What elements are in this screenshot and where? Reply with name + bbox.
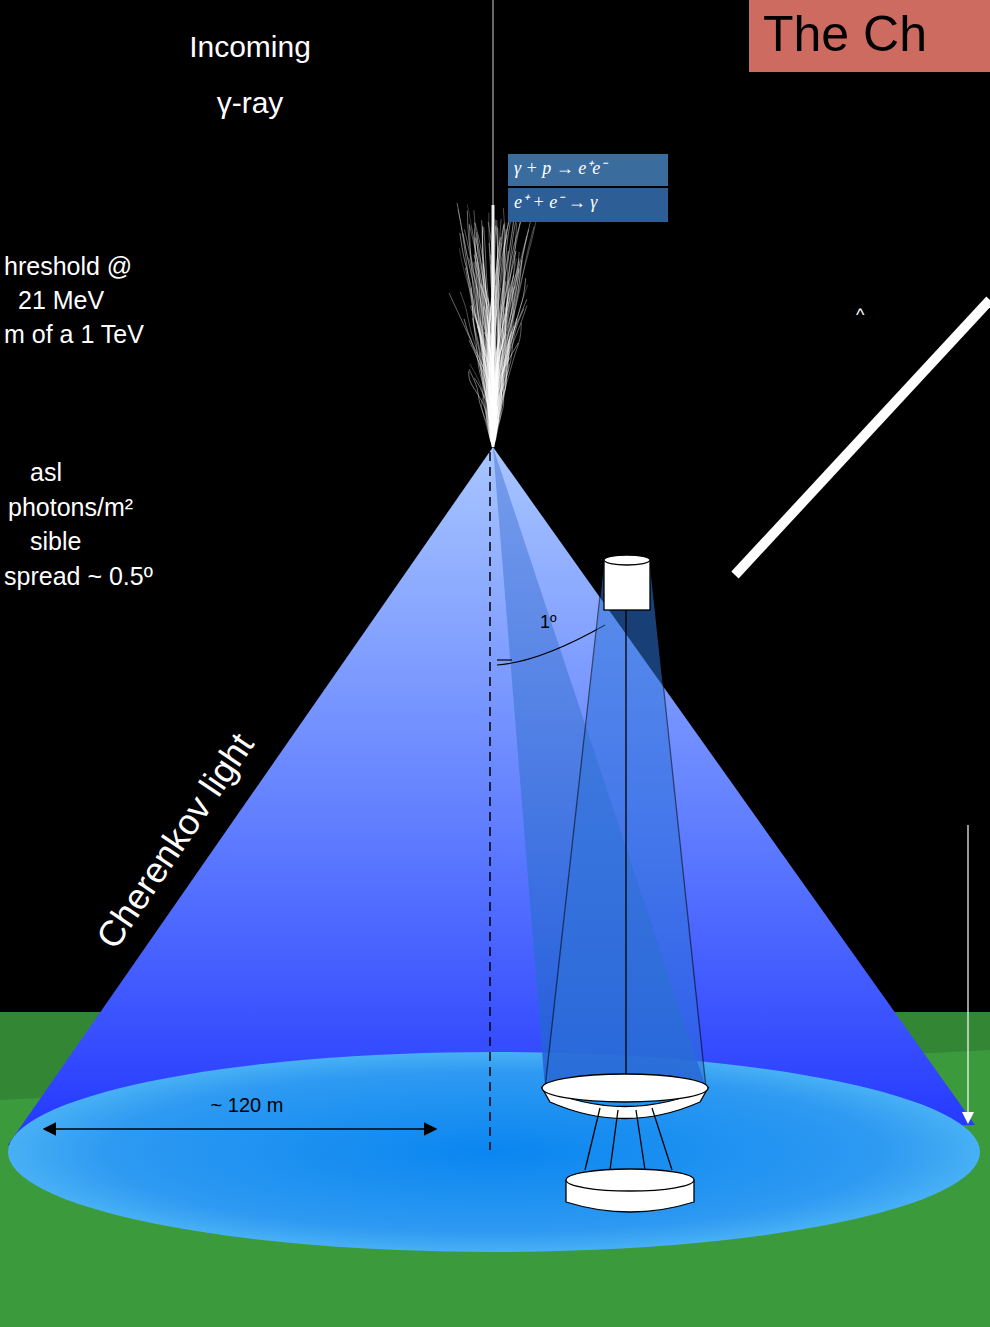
note-text: spread ~ 0.5º — [4, 562, 153, 591]
light-pool — [8, 1052, 980, 1252]
pointer-line — [735, 300, 990, 575]
note-text: sible — [30, 527, 81, 556]
title: The Ch — [749, 0, 990, 64]
reaction-box: e⁺ + e⁻ → γ — [508, 188, 668, 222]
cherenkov-cone — [8, 447, 975, 1145]
reaction-text: e⁺ + e⁻ → γ — [514, 192, 662, 213]
angle-label: 1º — [540, 612, 557, 633]
shower-axis — [489, 452, 491, 1150]
note-text: hreshold @ — [4, 252, 132, 281]
title-box: The Ch — [749, 0, 990, 72]
dimension-arrow — [44, 1128, 436, 1130]
note-text: m of a 1 TeV — [4, 320, 144, 349]
reaction-text: γ + p → e⁺e⁻ — [514, 158, 662, 179]
gamma-track — [493, 0, 494, 447]
air-shower — [449, 202, 538, 447]
angle-tick — [497, 659, 512, 660]
gamma-label: γ-ray — [217, 86, 284, 121]
dimension-label: ~ 120 m — [211, 1094, 284, 1117]
telescope — [542, 555, 708, 1212]
note-text: asl — [30, 458, 62, 487]
reaction-box: γ + p → e⁺e⁻ — [508, 154, 668, 186]
stray-mark: ^ — [856, 305, 864, 326]
height-arrow — [967, 825, 968, 1118]
note-text: photons/m² — [8, 493, 133, 522]
telescope-beam — [493, 447, 706, 1088]
note-text: 21 MeV — [18, 286, 104, 315]
incoming-label: Incoming — [189, 30, 311, 65]
